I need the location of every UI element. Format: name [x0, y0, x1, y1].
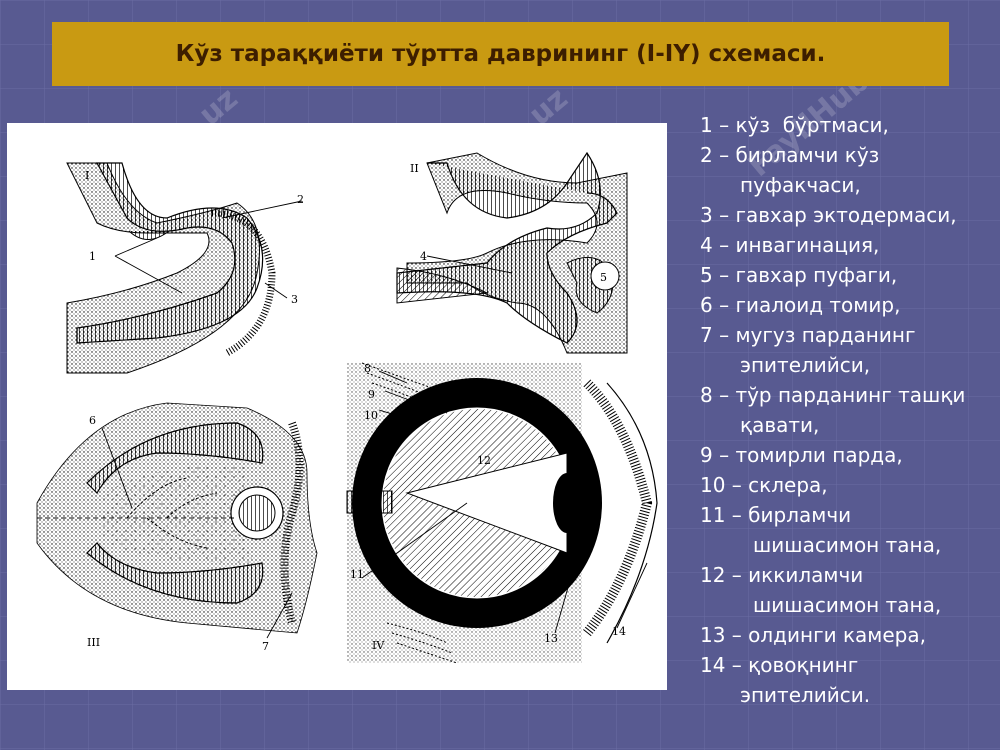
slide-title: Кўз тараққиёти тўртта даврининг (I-IY) с…: [52, 22, 949, 86]
panel-1-diagram: [66, 162, 276, 374]
legend-item-2-cont: пуфакчаси,: [740, 173, 861, 197]
figure-label-2: 2: [297, 193, 304, 206]
legend-item-5: 5 – гавхар пуфаги,: [700, 263, 898, 287]
figure-label-4: 4: [420, 250, 427, 263]
figure-label-12: 12: [477, 454, 491, 467]
legend-item-8: 8 – тўр парданинг ташқи: [700, 383, 966, 407]
figure-label-6: 6: [89, 414, 96, 427]
legend-item-7: 7 – мугуз парданинг: [700, 323, 916, 347]
legend-item-7-cont: эпителийси,: [740, 353, 871, 377]
panel-label-4: IV: [372, 639, 385, 652]
figure-label-3: 3: [291, 293, 298, 306]
legend-item-6: 6 – гиалоид томир,: [700, 293, 901, 317]
figure-label-9: 9: [368, 388, 375, 401]
figure-label-10: 10: [364, 409, 378, 422]
figure-label-11: 11: [350, 568, 364, 581]
panel-label-3: III: [87, 636, 100, 649]
legend-item-10: 10 – склера,: [700, 473, 828, 497]
panel-4-diagram: [346, 362, 658, 664]
panel-2-diagram: [396, 151, 628, 354]
figure-label-8: 8: [364, 362, 371, 375]
figure-label-14: 14: [612, 625, 626, 638]
legend-item-9: 9 – томирли парда,: [700, 443, 903, 467]
legend-item-12: 12 – иккиламчи: [700, 563, 864, 587]
panel-label-2: II: [410, 162, 419, 175]
legend-item-3: 3 – гавхар эктодермаси,: [700, 203, 957, 227]
figure-label-13: 13: [544, 632, 558, 645]
legend-item-12-cont: шишасимон тана,: [753, 593, 942, 617]
legend-item-2: 2 – бирламчи кўз: [700, 143, 880, 167]
legend-list: 1 – кўз бўртмаси, 2 – бирламчи кўз пуфак…: [700, 110, 995, 710]
figure-label-1: 1: [89, 250, 96, 263]
eye-development-figure: I II III IV 1 2 3 4 5 6 7 8 9 10 11 12 1…: [7, 123, 667, 690]
figure-label-7: 7: [262, 640, 269, 653]
legend-item-1: 1 – кўз бўртмаси,: [700, 113, 889, 137]
legend-item-8-cont: қавати,: [740, 413, 820, 437]
figure-label-5: 5: [600, 271, 607, 284]
legend-item-4: 4 – инвагинация,: [700, 233, 880, 257]
legend-item-11-cont: шишасимон тана,: [753, 533, 942, 557]
legend-item-13: 13 – олдинги камера,: [700, 623, 926, 647]
panel-3-diagram: [36, 402, 318, 634]
leader-lines: [101, 200, 648, 639]
legend-item-11: 11 – бирламчи: [700, 503, 852, 527]
panel-label-1: I: [85, 169, 89, 182]
legend-item-14-cont: эпителийси.: [740, 683, 871, 707]
legend-item-14: 14 – қовоқнинг: [700, 653, 859, 677]
